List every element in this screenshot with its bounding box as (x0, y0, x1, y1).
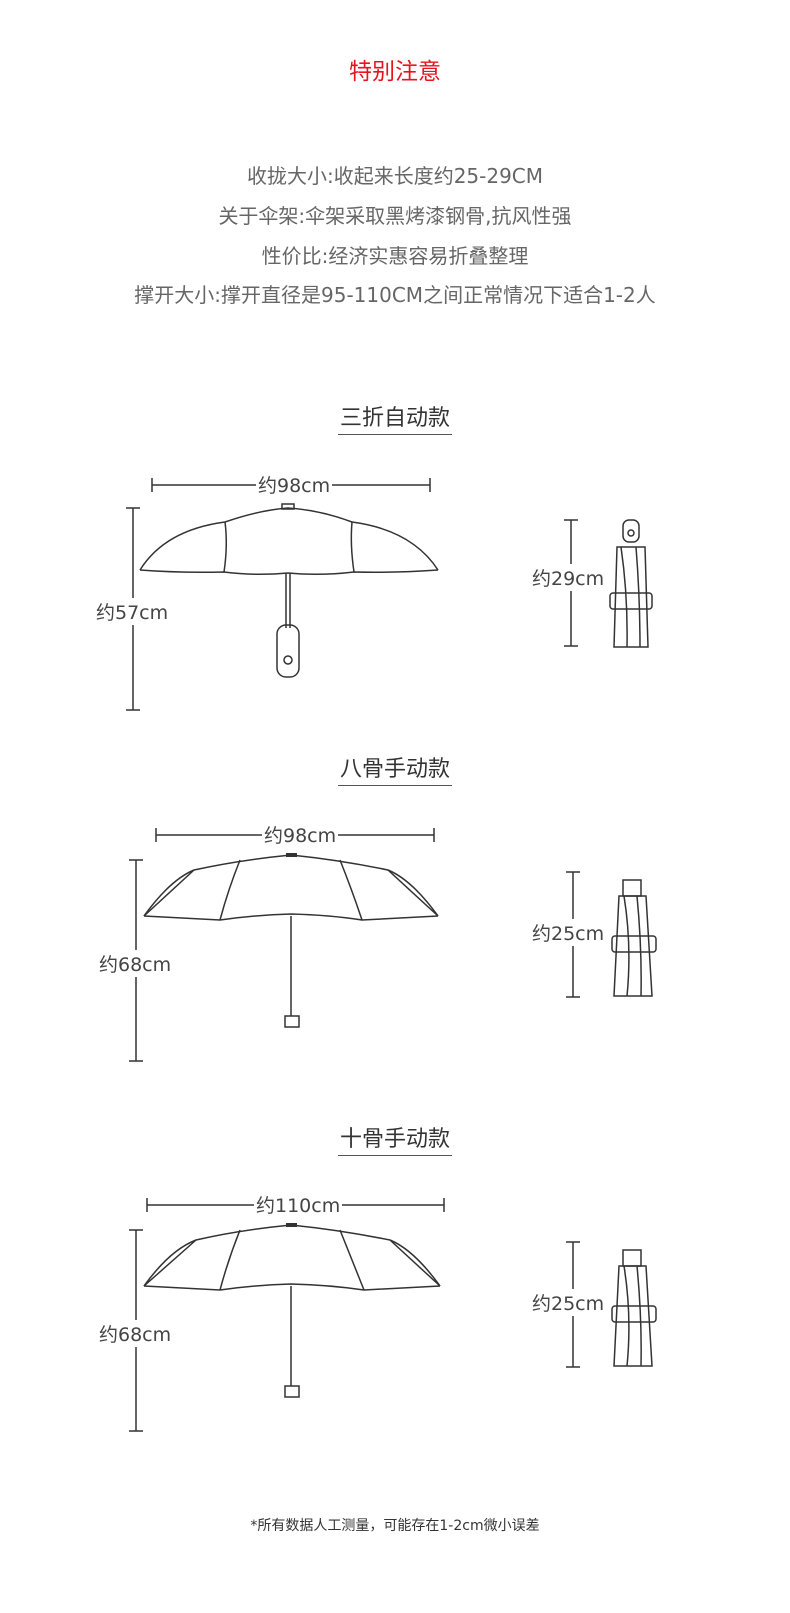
auto-umbrella-folded-diagram (564, 519, 653, 648)
8rib-width-label: 约98cm (262, 821, 339, 848)
section-title-8rib: 八骨手动款 (0, 751, 790, 786)
section-title-auto: 三折自动款 (0, 400, 790, 435)
8rib-umbrella-folded-diagram (566, 871, 657, 998)
10rib-umbrella-folded-diagram (566, 1241, 657, 1368)
8rib-height-label: 约68cm (97, 950, 174, 977)
10rib-folded-label: 约25cm (530, 1289, 607, 1316)
footer-disclaimer: *所有数据人工测量，可能存在1-2cm微小误差 (250, 1518, 540, 1534)
page-title: 特别注意 (349, 59, 441, 85)
auto-height-label: 约57cm (94, 598, 171, 625)
8rib-folded-label: 约25cm (530, 919, 607, 946)
note-folded-size: 收拢大小:收起来长度约25-29CM (246, 164, 544, 188)
note-open-size: 撑开大小:撑开直径是95-110CM之间正常情况下适合1-2人 (134, 283, 656, 307)
auto-width-label: 约98cm (256, 471, 333, 498)
note-frame: 关于伞架:伞架采取黑烤漆钢骨,抗风性强 (218, 204, 572, 228)
10rib-height-label: 约68cm (97, 1320, 174, 1347)
note-value: 性价比:经济实惠容易折叠整理 (261, 244, 529, 268)
section-title-10rib: 十骨手动款 (0, 1121, 790, 1156)
10rib-width-label: 约110cm (254, 1191, 343, 1218)
auto-umbrella-open-diagram (126, 478, 439, 711)
auto-folded-label: 约29cm (530, 564, 607, 591)
